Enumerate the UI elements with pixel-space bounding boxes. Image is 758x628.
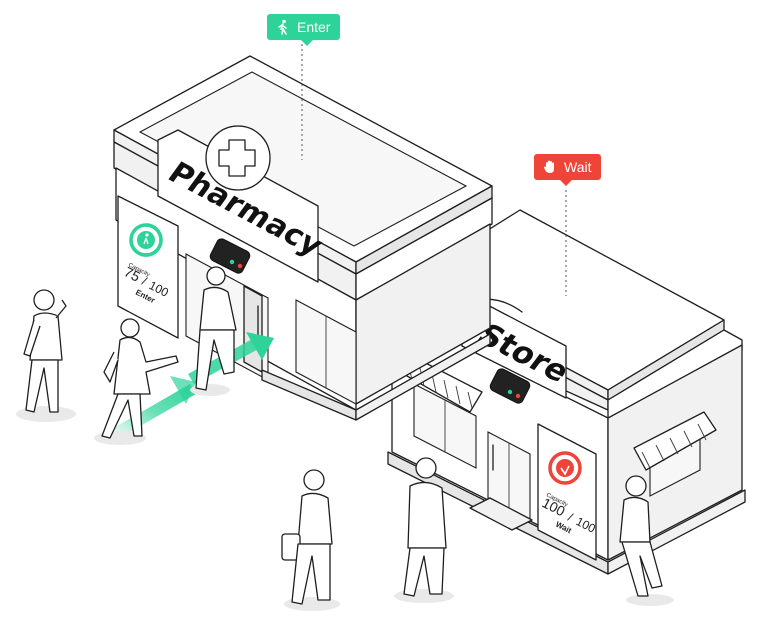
stop-hand-icon <box>544 160 554 173</box>
person-standing-man <box>394 457 454 603</box>
wait-badge-label: Wait <box>564 159 592 175</box>
pharmacy-building: Pharmacy Capacity 75 / 100 Enter <box>113 55 493 421</box>
person-entering <box>190 266 237 396</box>
pharmacy-capacity-count: 75 <box>122 263 143 284</box>
person-walking-woman <box>94 318 179 445</box>
person-with-bag <box>281 469 340 611</box>
wait-badge: Wait <box>534 154 602 186</box>
walking-person-icon <box>278 19 287 35</box>
pharmacy-capacity-separator: / <box>140 274 150 288</box>
person-leaning-woman <box>619 475 674 606</box>
store-capacity-separator: / <box>566 510 576 524</box>
enter-badge-label: Enter <box>297 19 331 35</box>
enter-badge: Enter <box>267 14 341 46</box>
person-on-phone <box>16 289 76 422</box>
